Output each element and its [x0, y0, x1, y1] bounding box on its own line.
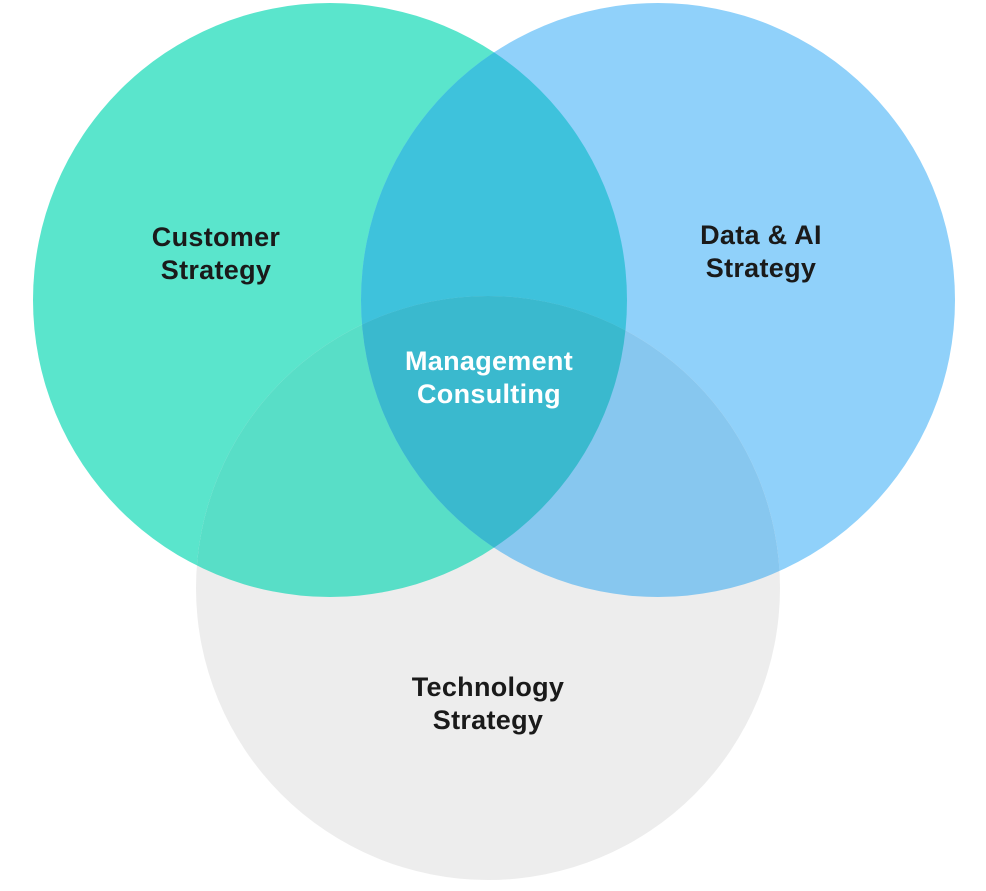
customer-strategy-label: Customer Strategy [151, 222, 281, 285]
data-ai-strategy-label: Data & AI Strategy [700, 220, 822, 283]
technology-strategy-label: Technology Strategy [411, 672, 565, 735]
management-consulting-label: Management Consulting [404, 346, 574, 409]
